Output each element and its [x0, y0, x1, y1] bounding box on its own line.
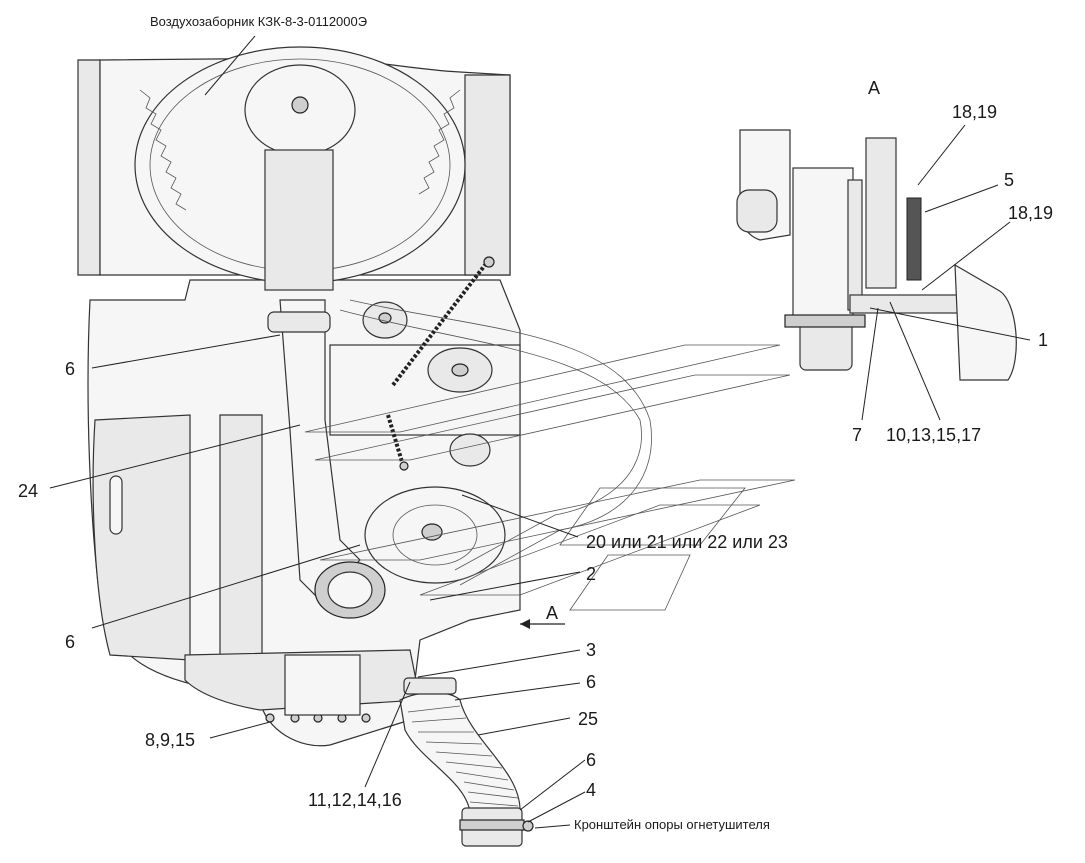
intake-hub-center: [291, 96, 309, 114]
label-6-bottom: 6: [586, 750, 596, 770]
pulley-lower-hub: [421, 523, 443, 541]
label-6-middle: 6: [65, 632, 75, 652]
label-8-9-15: 8,9,15: [145, 730, 195, 750]
pulley-upper-hub: [451, 363, 469, 377]
label-10-13-15-17: 10,13,15,17: [886, 425, 981, 445]
label-7: 7: [852, 425, 862, 445]
label-11-12-14-16: 11,12,14,16: [308, 790, 402, 810]
view-a-spring: [906, 197, 922, 281]
view-a-base-plate: [784, 314, 866, 328]
label-extinguisher-bracket: Кронштейн опоры огнетушителя: [574, 817, 770, 832]
drive-belt: [349, 299, 652, 586]
radiator-right-frame: [464, 74, 511, 276]
label-6-upper: 6: [65, 359, 75, 379]
label-20-23: 20 или 21 или 22 или 23: [586, 532, 788, 552]
tension-spring-long: [391, 263, 487, 387]
radiator-frame: [77, 59, 101, 276]
label-2: 2: [586, 564, 596, 584]
view-a-housing: [792, 167, 854, 321]
bracket-lower: [284, 654, 361, 716]
label-1: 1: [1038, 330, 1048, 350]
label-25: 25: [578, 709, 598, 729]
label-air-intake: Воздухозаборник КЗК-8-3-0112000Э: [150, 14, 367, 29]
opening-outlines: [304, 344, 796, 611]
view-a-pipe-outlet: [799, 321, 853, 371]
extinguisher-bracket-mount: [522, 820, 534, 832]
air-intake-teeth: [139, 89, 461, 211]
spring-anchor-top: [483, 256, 495, 268]
view-a-detail: [736, 129, 1017, 381]
pulley-middle: [449, 433, 491, 467]
label-view-a-title: А: [868, 78, 880, 98]
duct-top-bracket: [264, 149, 334, 291]
label-24: 24: [18, 481, 38, 501]
label-view-a-arrow: А: [546, 603, 558, 623]
label-6-lower: 6: [586, 672, 596, 692]
tension-spring-short: [386, 414, 404, 463]
label-18-19-mid: 18,19: [1008, 203, 1053, 223]
label-3: 3: [586, 640, 596, 660]
main-assembly: [77, 46, 796, 847]
duct-clamp-upper: [267, 311, 331, 333]
view-a-duct-cap: [736, 189, 778, 233]
label-5: 5: [1004, 170, 1014, 190]
duct-outlet-inner: [327, 571, 373, 609]
label-18-19-top: 18,19: [952, 102, 997, 122]
tank-slot: [109, 475, 123, 535]
view-arrow-a-head: [520, 619, 530, 629]
label-4: 4: [586, 780, 596, 800]
side-panel: [219, 414, 263, 681]
spring-anchor-bottom: [399, 461, 409, 471]
drive-belt-outer: [339, 309, 642, 571]
view-a-bracket: [865, 137, 897, 289]
view-a-flange: [847, 179, 863, 311]
leader-lines: [49, 35, 1031, 829]
pulley-lower-mid: [392, 504, 478, 566]
corrugated-hose: [399, 691, 521, 813]
view-a-side-plate: [954, 263, 1017, 381]
pulley-idler-hub: [378, 312, 392, 324]
hose-ribs: [407, 705, 519, 807]
belt-guard: [329, 344, 521, 436]
hose-end-clamp: [459, 819, 525, 831]
hose-clamp-top: [403, 677, 457, 695]
